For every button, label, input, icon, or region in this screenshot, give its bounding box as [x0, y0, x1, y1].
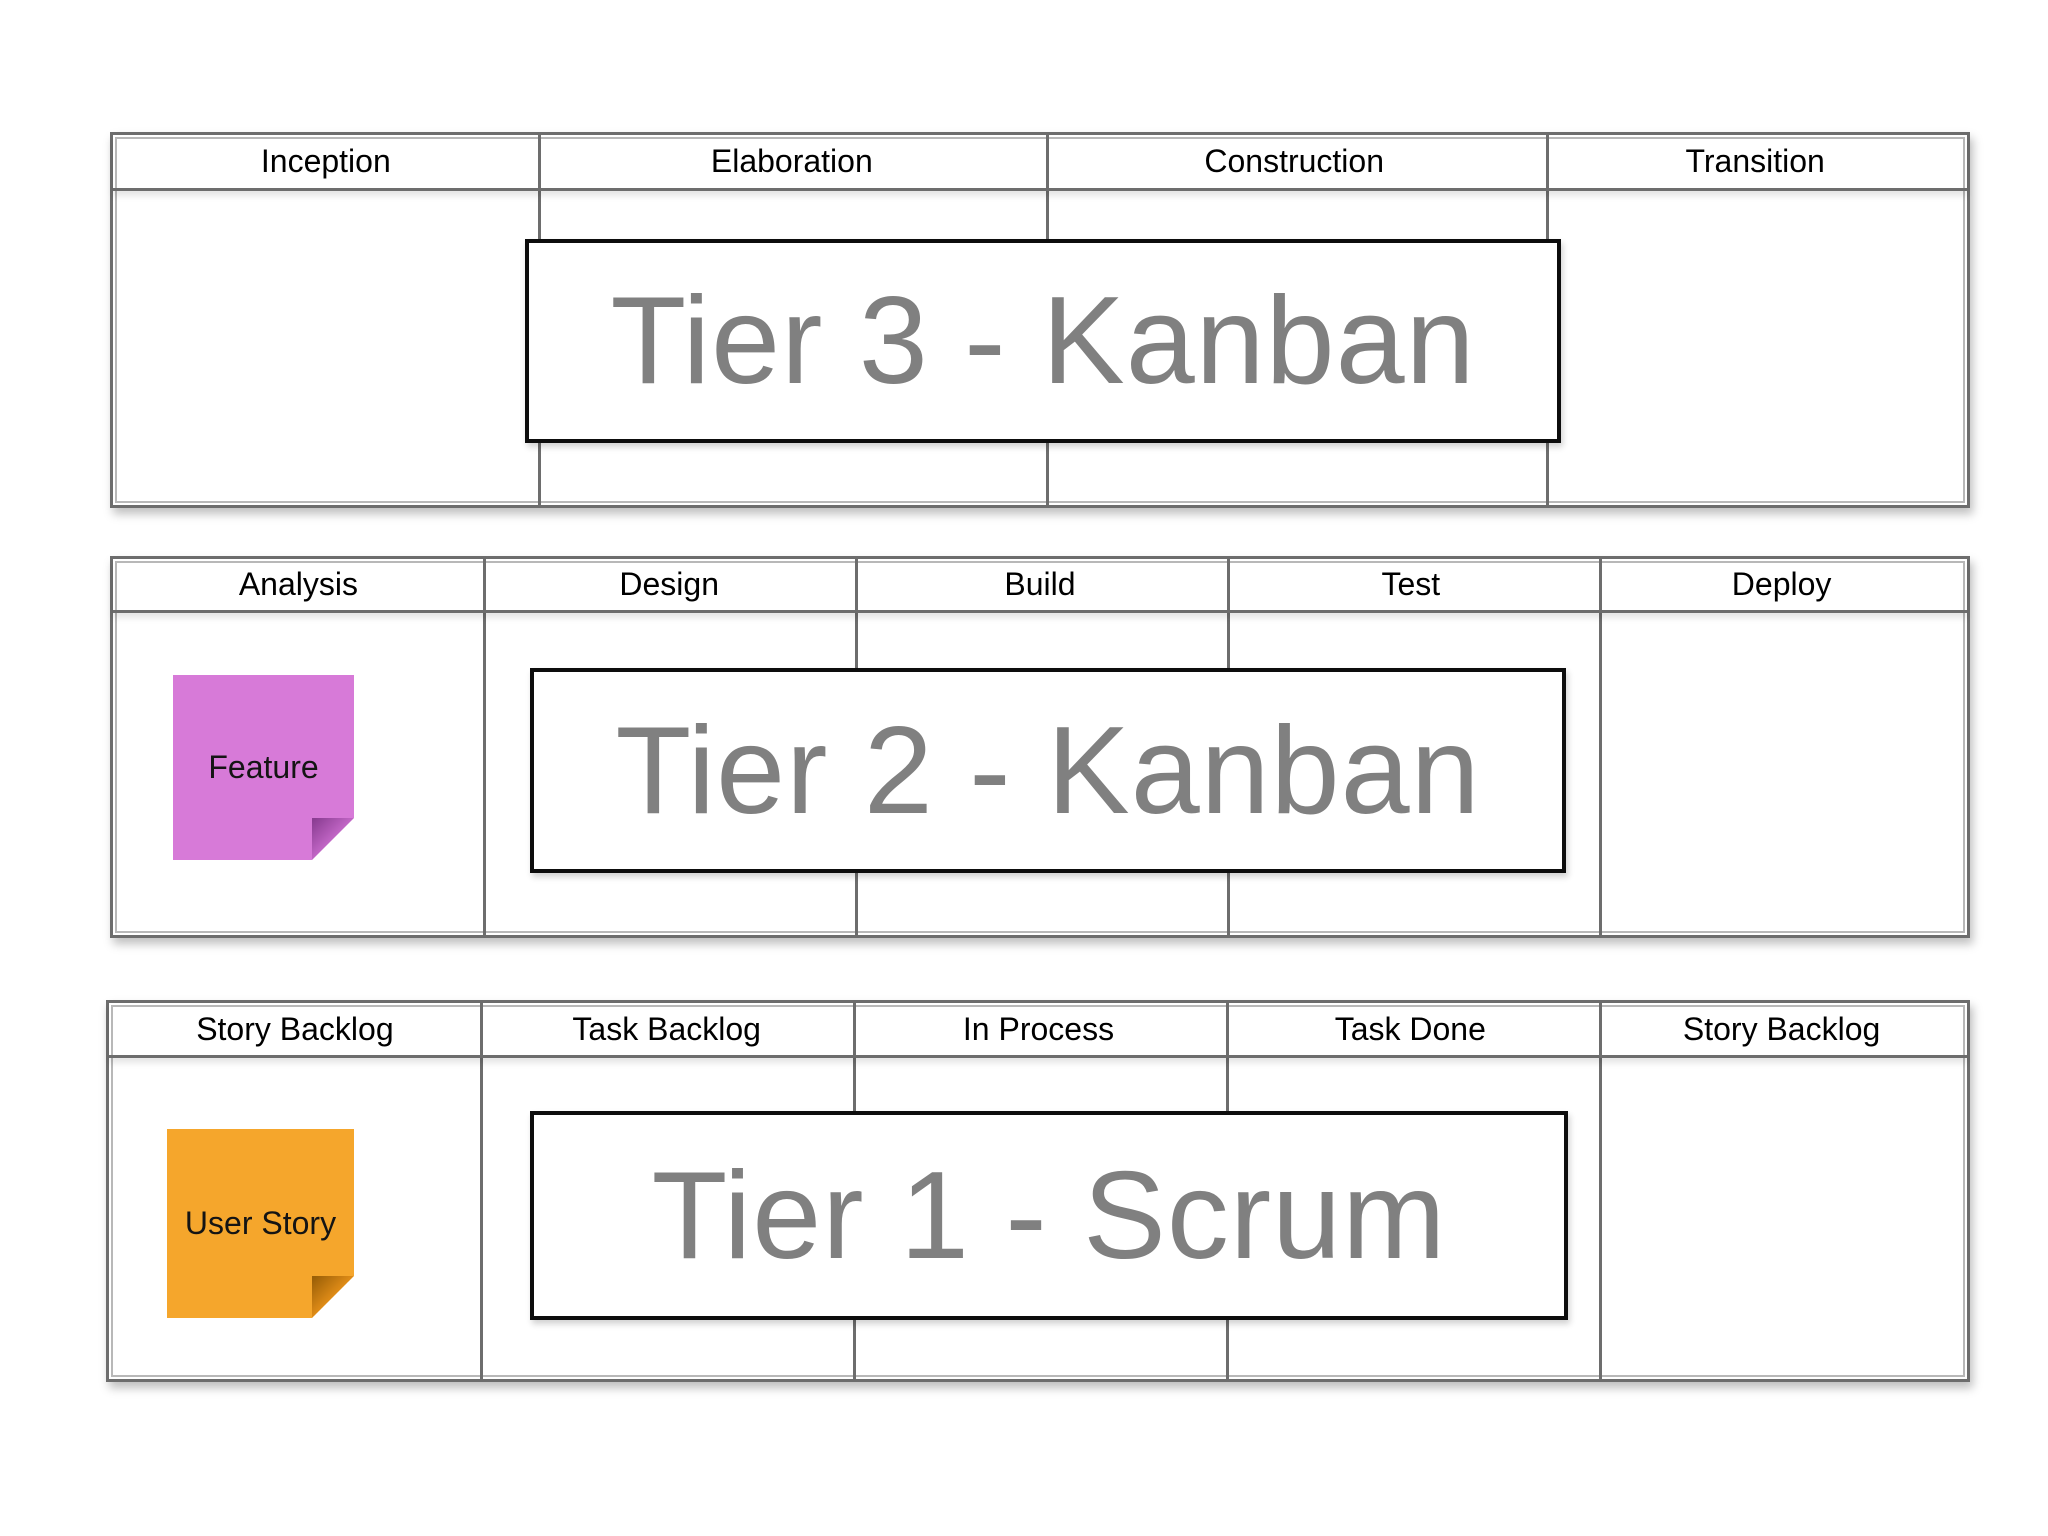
feature-sticky-label: Feature: [208, 748, 319, 785]
column-header-in-process: In Process: [962, 1010, 1115, 1047]
column-header-analysis: Analysis: [238, 566, 358, 602]
tier-3-overlay-label: Tier 3 - Kanban: [610, 272, 1476, 410]
tier-2-header-row: Analysis Design Build Test Deploy: [113, 559, 1967, 613]
column-header-task-done: Task Done: [1334, 1010, 1486, 1047]
column-divider: [1599, 1003, 1602, 1379]
column-header-deploy: Deploy: [1731, 566, 1832, 602]
column-header-story-backlog-left: Story Backlog: [196, 1010, 394, 1047]
tier-1-header-row: Story Backlog Task Backlog In Process Ta…: [109, 1003, 1967, 1058]
tier-1-overlay-box: Tier 1 - Scrum: [530, 1111, 1568, 1320]
tier-2-board: Analysis Design Build Test Deploy Featur…: [110, 556, 1970, 938]
column-header-task-backlog: Task Backlog: [572, 1010, 761, 1047]
tier-2-overlay-box: Tier 2 - Kanban: [530, 668, 1566, 873]
column-header-construction: Construction: [1204, 143, 1384, 179]
column-header-build: Build: [1004, 566, 1076, 602]
tier-3-board: Inception Elaboration Construction Trans…: [110, 132, 1970, 508]
column-divider: [480, 1003, 483, 1379]
tier-2-overlay-label: Tier 2 - Kanban: [615, 701, 1481, 840]
column-header-story-backlog-right: Story Backlog: [1682, 1010, 1881, 1047]
column-header-test: Test: [1381, 566, 1441, 602]
column-header-elaboration: Elaboration: [710, 143, 873, 179]
tier-1-overlay-label: Tier 1 - Scrum: [651, 1146, 1447, 1285]
column-header-inception: Inception: [260, 143, 391, 179]
tier-3-overlay-box: Tier 3 - Kanban: [525, 239, 1561, 443]
page-curl-icon: [312, 1276, 354, 1318]
user-story-sticky-label: User Story: [184, 1204, 337, 1241]
page-curl-icon: [312, 818, 354, 860]
column-header-design: Design: [619, 566, 719, 602]
tier-3-header-row: Inception Elaboration Construction Trans…: [113, 135, 1967, 191]
column-divider: [483, 559, 486, 935]
column-header-transition: Transition: [1685, 143, 1825, 179]
tier-1-board: Story Backlog Task Backlog In Process Ta…: [106, 1000, 1970, 1382]
column-divider: [1599, 559, 1602, 935]
user-story-sticky-note: User Story: [167, 1129, 354, 1318]
feature-sticky-note: Feature: [173, 675, 354, 860]
